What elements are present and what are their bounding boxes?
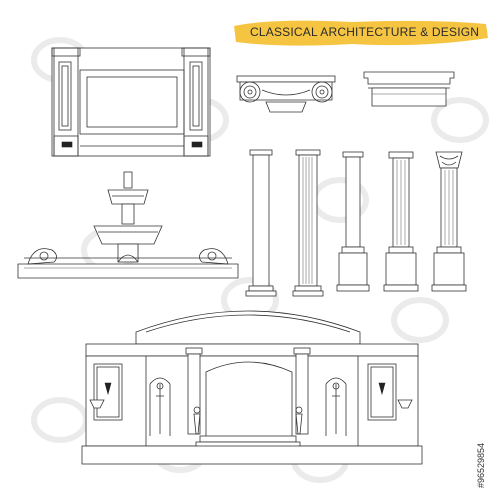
column-tuscan [245,149,277,297]
column-plain [336,151,370,292]
ionic-capital [236,75,336,113]
stock-id-label: #96529854 [476,442,486,488]
fountain [17,171,239,279]
column-doric-fluted [292,149,324,297]
column-corinthian [431,151,467,292]
classical-facade [81,310,423,465]
header-banner: CLASSICAL ARCHITECTURE & DESIGN [232,14,490,50]
brush-stroke-decoration [234,20,488,46]
column-set [245,149,467,297]
page-title: CLASSICAL ARCHITECTURE & DESIGN [250,25,480,39]
pilaster-wall-panel [51,47,211,157]
cornice-piece [363,71,455,107]
column-ionic-fluted [383,151,419,292]
